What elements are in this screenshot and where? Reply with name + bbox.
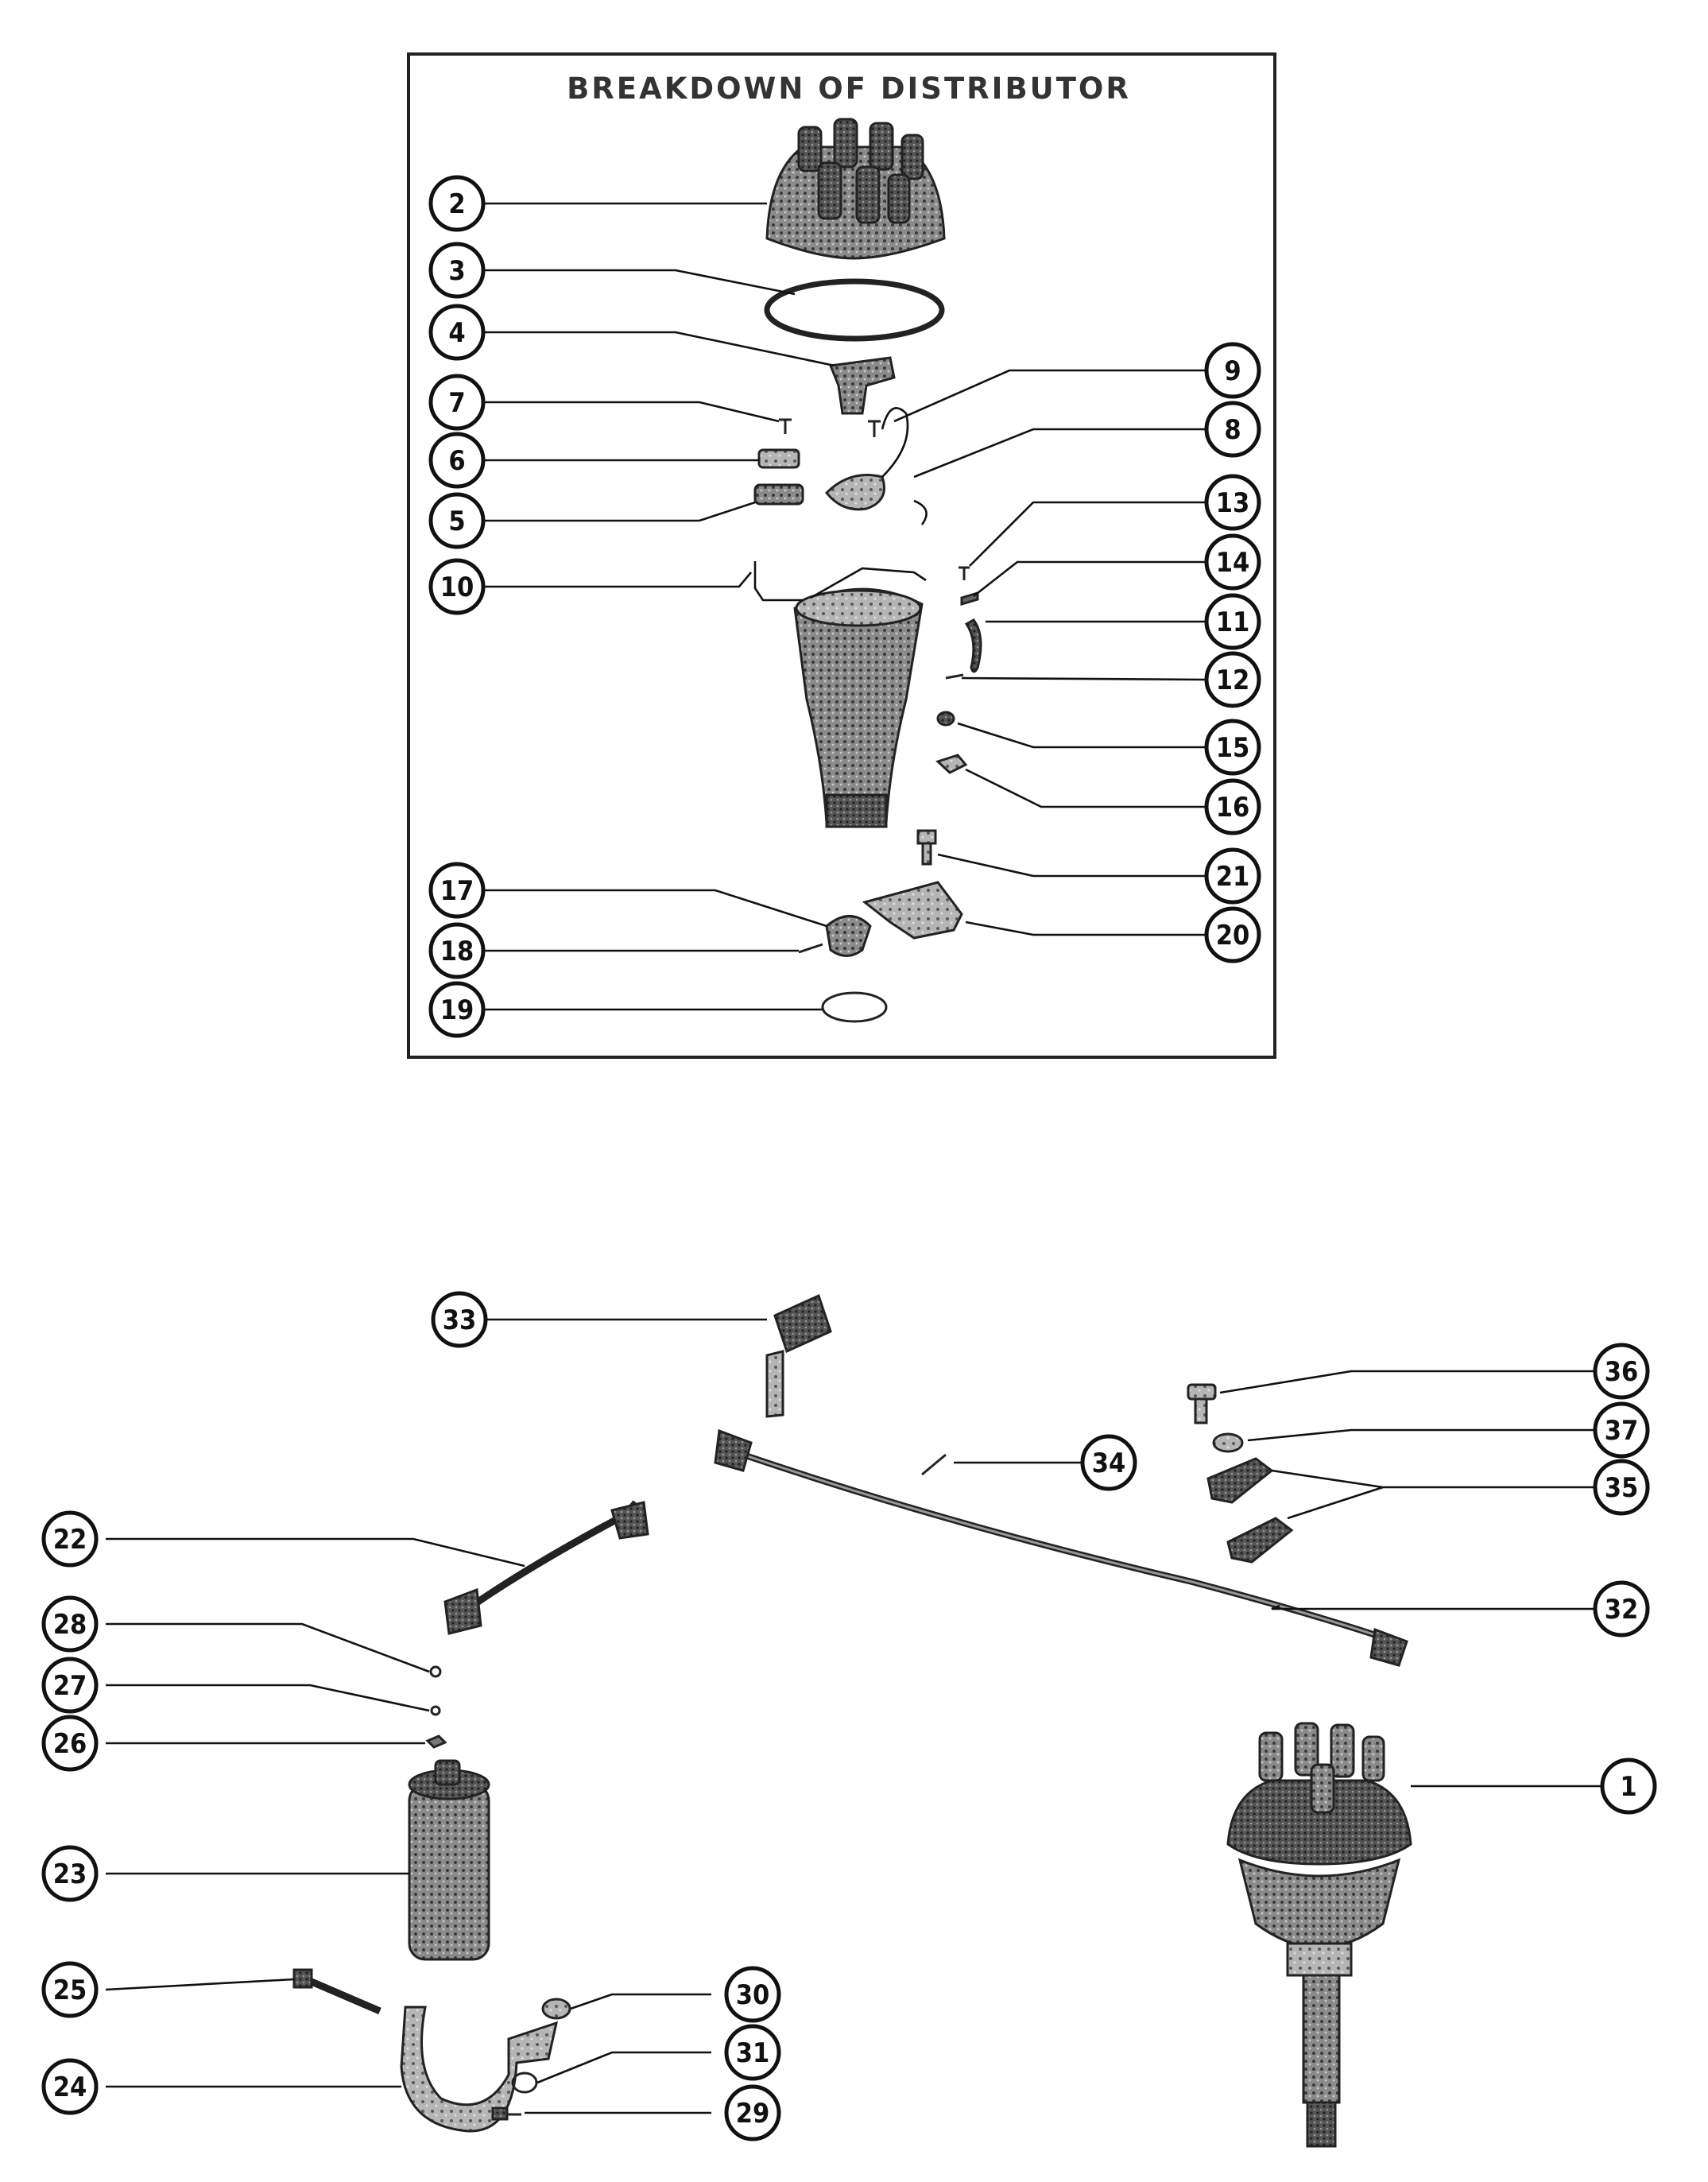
part-clamp-hardware bbox=[1187, 1383, 1294, 1564]
callout-29: 29 bbox=[724, 2084, 781, 2141]
leader-lines-bottom bbox=[105, 1318, 1601, 2114]
svg-text:12: 12 bbox=[1216, 665, 1250, 696]
svg-text:1: 1 bbox=[1620, 1771, 1636, 1803]
svg-text:13: 13 bbox=[1216, 487, 1250, 519]
breakdown-frame bbox=[407, 52, 1276, 1059]
svg-text:24: 24 bbox=[53, 2072, 87, 2103]
callout-17: 17 bbox=[428, 862, 486, 919]
svg-text:36: 36 bbox=[1605, 1356, 1639, 1388]
callout-1: 1 bbox=[1600, 1758, 1657, 1815]
breakdown-title: BREAKDOWN OF DISTRIBUTOR bbox=[567, 72, 1131, 106]
part-bracket-hardware bbox=[491, 1998, 571, 2121]
callout-9: 9 bbox=[1204, 342, 1261, 399]
callout-23: 23 bbox=[41, 1845, 99, 1902]
svg-text:19: 19 bbox=[440, 994, 474, 1026]
callout-2: 2 bbox=[428, 175, 486, 232]
svg-text:7: 7 bbox=[448, 387, 465, 419]
svg-text:29: 29 bbox=[736, 2098, 770, 2130]
callout-7: 7 bbox=[428, 374, 486, 431]
part-nuts-washers bbox=[425, 1665, 447, 1749]
svg-text:33: 33 bbox=[443, 1304, 477, 1336]
callout-30: 30 bbox=[724, 1966, 781, 2023]
callout-28: 28 bbox=[41, 1595, 99, 1653]
callout-25: 25 bbox=[41, 1961, 99, 2018]
svg-text:3: 3 bbox=[448, 255, 465, 287]
svg-text:30: 30 bbox=[736, 1979, 770, 2011]
svg-text:32: 32 bbox=[1605, 1594, 1639, 1626]
part-small-hardware bbox=[798, 566, 982, 1023]
callout-24: 24 bbox=[41, 2058, 99, 2115]
svg-text:4: 4 bbox=[448, 317, 465, 349]
svg-text:14: 14 bbox=[1216, 547, 1250, 579]
svg-text:35: 35 bbox=[1605, 1472, 1639, 1504]
callout-15: 15 bbox=[1204, 719, 1261, 776]
part-coil-bracket bbox=[400, 2006, 559, 2133]
svg-text:23: 23 bbox=[53, 1858, 87, 1890]
svg-text:25: 25 bbox=[53, 1975, 87, 2006]
callout-19: 19 bbox=[428, 981, 486, 1038]
callout-6: 6 bbox=[428, 432, 486, 489]
part-ignition-coil bbox=[408, 1759, 490, 1961]
part-distributor-housing bbox=[753, 561, 927, 828]
callout-22: 22 bbox=[41, 1510, 99, 1568]
callout-14: 14 bbox=[1204, 533, 1261, 591]
svg-text:27: 27 bbox=[53, 1670, 87, 1702]
svg-text:21: 21 bbox=[1216, 861, 1250, 893]
callout-18: 18 bbox=[428, 922, 486, 979]
svg-text:10: 10 bbox=[440, 572, 474, 603]
part-condenser-and-plate bbox=[753, 407, 928, 525]
svg-text:26: 26 bbox=[53, 1728, 87, 1760]
callout-8: 8 bbox=[1204, 401, 1261, 458]
callout-13: 13 bbox=[1204, 474, 1261, 531]
svg-text:34: 34 bbox=[1092, 1448, 1126, 1479]
svg-text:16: 16 bbox=[1216, 792, 1250, 824]
part-contact-set bbox=[757, 448, 800, 469]
leader-lines-top bbox=[483, 202, 1207, 1011]
part-small-screws bbox=[779, 418, 881, 437]
callout-27: 27 bbox=[41, 1657, 99, 1714]
svg-text:28: 28 bbox=[53, 1609, 87, 1641]
callout-10: 10 bbox=[428, 558, 486, 615]
callout-21: 21 bbox=[1204, 847, 1261, 905]
svg-text:18: 18 bbox=[440, 936, 474, 967]
svg-text:11: 11 bbox=[1216, 607, 1250, 638]
callout-36: 36 bbox=[1593, 1343, 1650, 1400]
svg-text:5: 5 bbox=[448, 506, 465, 537]
callout-35: 35 bbox=[1593, 1459, 1650, 1516]
svg-text:2: 2 bbox=[448, 188, 465, 220]
callout-32: 32 bbox=[1593, 1580, 1650, 1637]
part-distributor-assembly bbox=[1226, 1722, 1412, 2148]
callout-31: 31 bbox=[724, 2024, 781, 2081]
part-gasket-ring bbox=[764, 278, 945, 342]
part-distributor-cap bbox=[765, 118, 946, 260]
callout-37: 37 bbox=[1593, 1401, 1650, 1459]
part-coil-wire bbox=[443, 1500, 649, 1635]
callout-20: 20 bbox=[1204, 906, 1261, 963]
part-long-bolt bbox=[292, 1968, 381, 2015]
callout-12: 12 bbox=[1204, 651, 1261, 708]
svg-text:17: 17 bbox=[440, 875, 474, 907]
callout-4: 4 bbox=[428, 304, 486, 361]
svg-text:31: 31 bbox=[736, 2037, 770, 2069]
svg-text:15: 15 bbox=[1216, 732, 1250, 764]
part-long-wire bbox=[714, 1428, 1408, 1667]
part-sender bbox=[765, 1293, 832, 1418]
part-pin bbox=[921, 1453, 947, 1476]
svg-text:6: 6 bbox=[448, 445, 465, 477]
callout-26: 26 bbox=[41, 1715, 99, 1772]
svg-text:22: 22 bbox=[53, 1524, 87, 1556]
callout-3: 3 bbox=[428, 242, 486, 299]
part-rotor bbox=[828, 356, 896, 415]
callout-11: 11 bbox=[1204, 593, 1261, 650]
callout-5: 5 bbox=[428, 492, 486, 549]
svg-text:20: 20 bbox=[1216, 920, 1250, 951]
svg-text:9: 9 bbox=[1224, 355, 1241, 387]
svg-text:8: 8 bbox=[1224, 414, 1241, 446]
callout-33: 33 bbox=[431, 1291, 488, 1348]
callout-34: 34 bbox=[1080, 1434, 1137, 1491]
callout-16: 16 bbox=[1204, 778, 1261, 835]
svg-text:37: 37 bbox=[1605, 1415, 1639, 1447]
